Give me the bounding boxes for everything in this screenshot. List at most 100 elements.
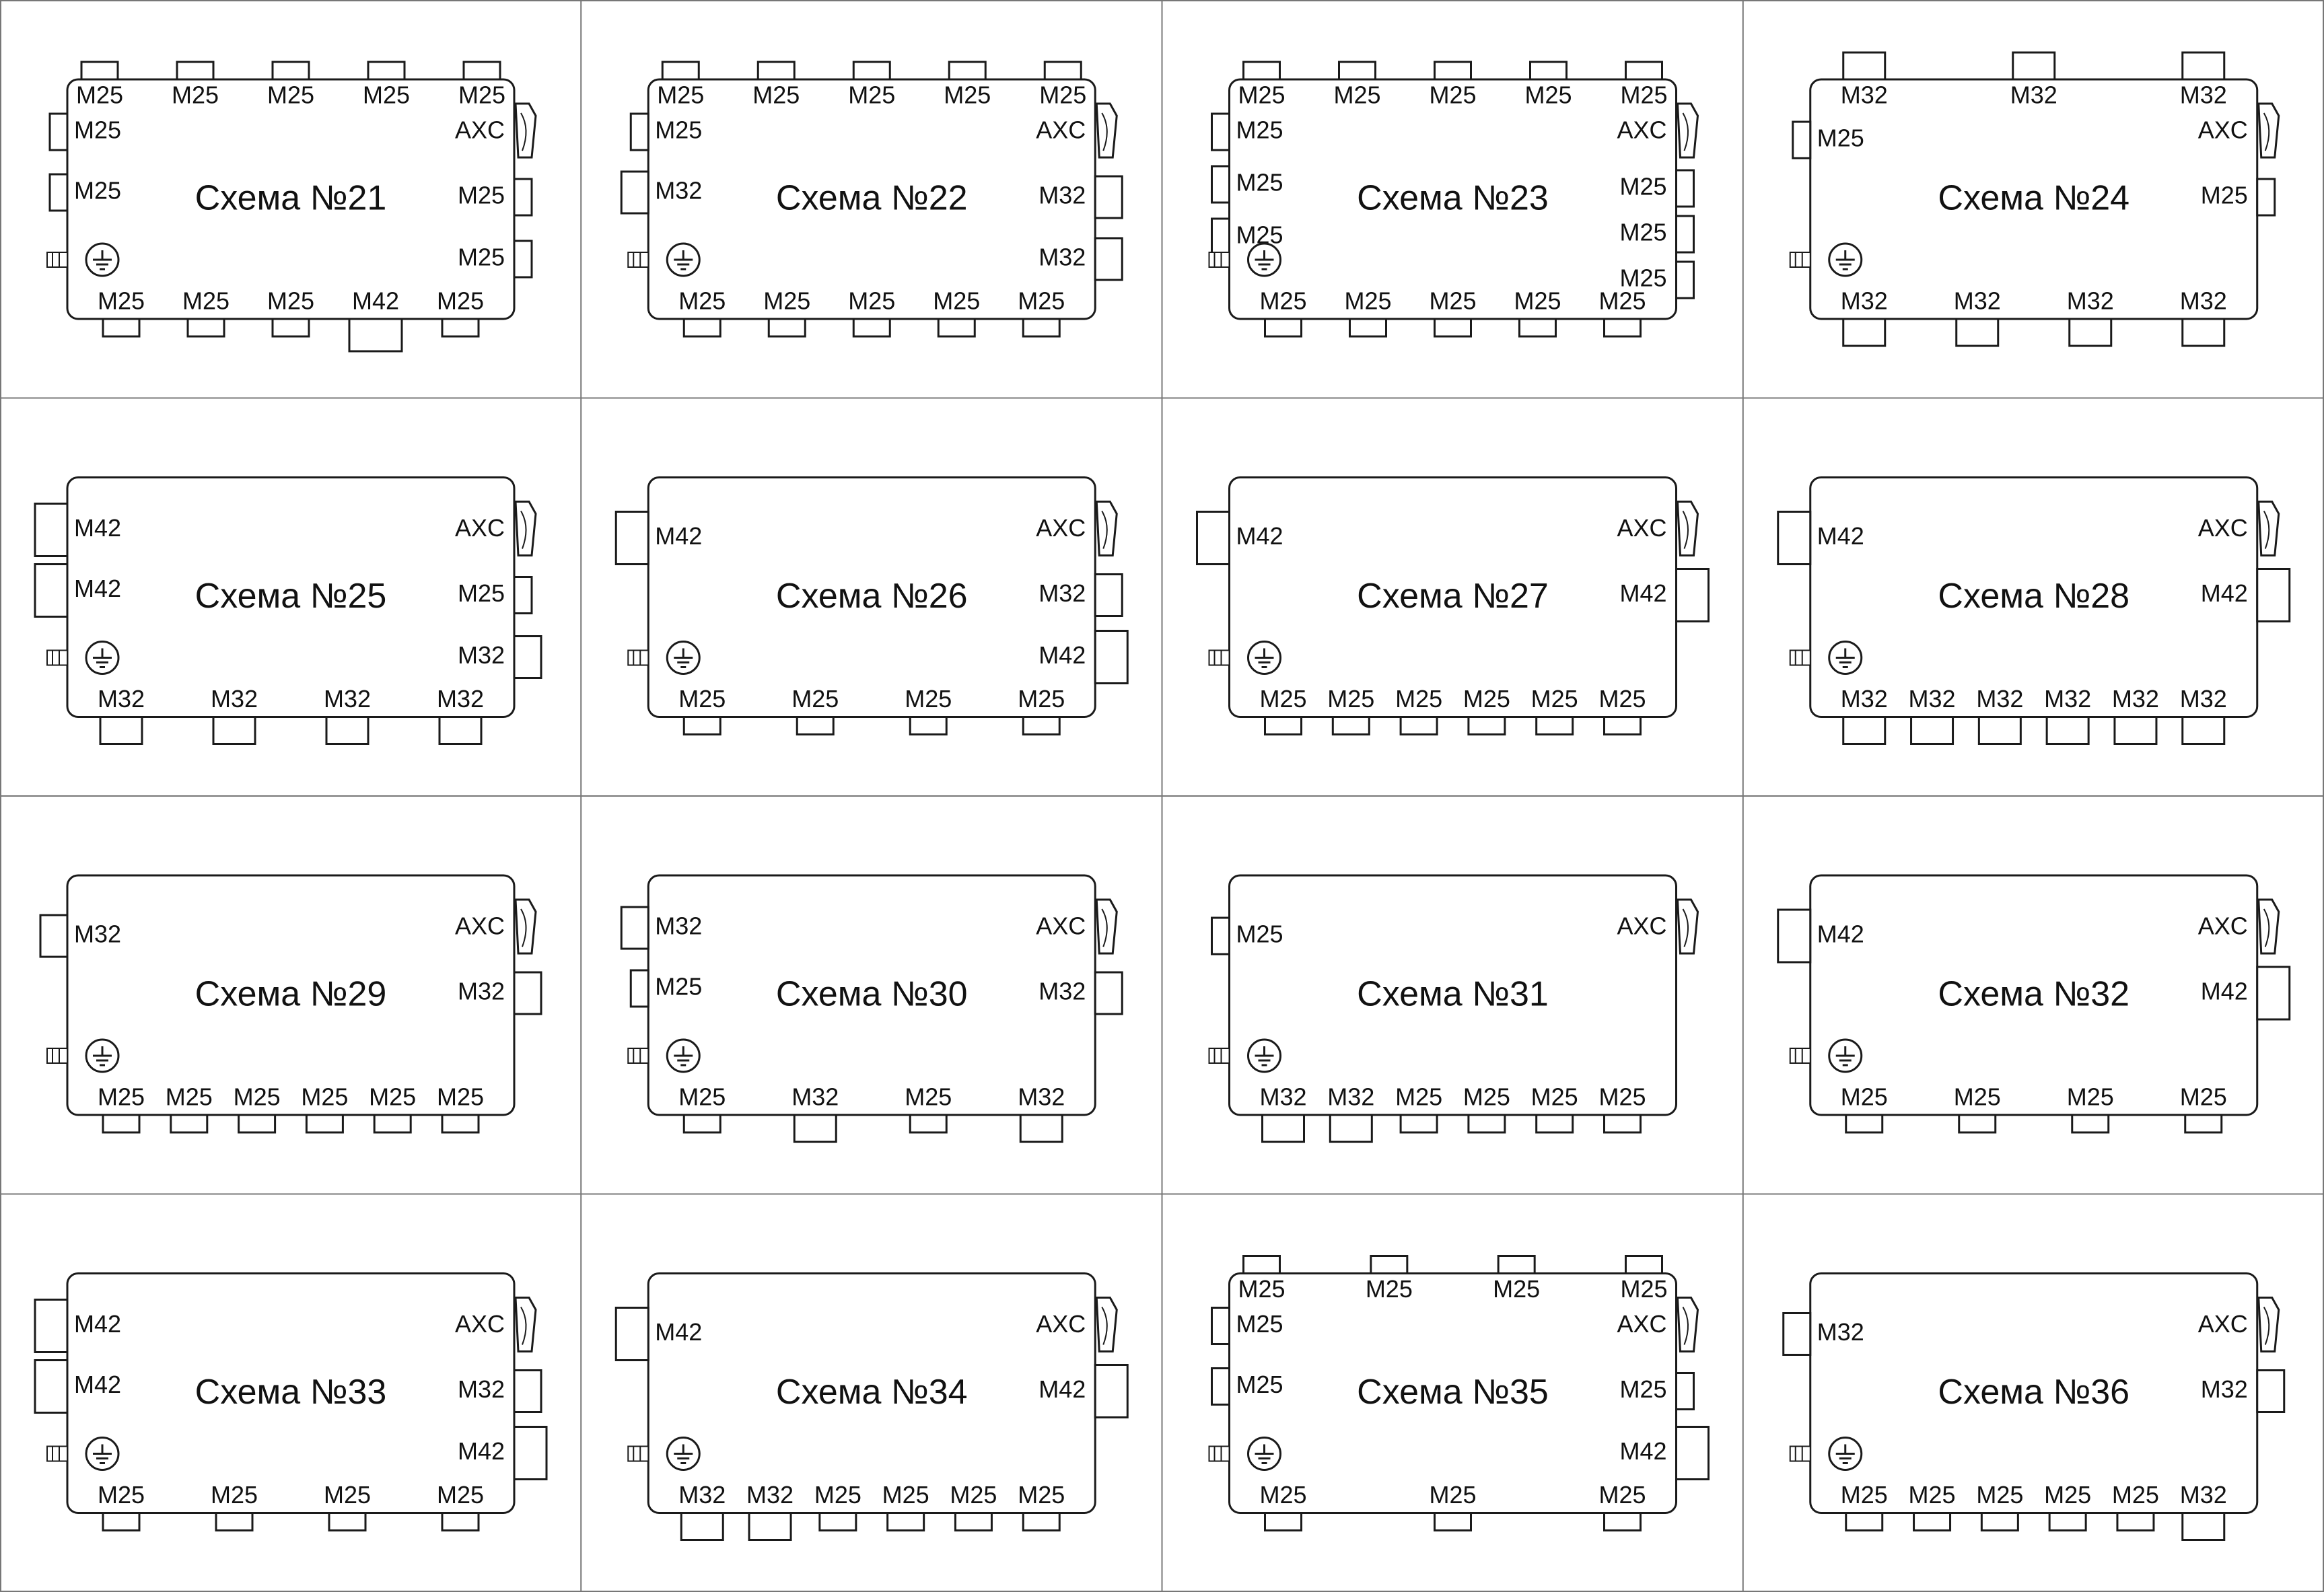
gland-label: M25 bbox=[1954, 1083, 2001, 1111]
gland-label: M25 bbox=[1429, 81, 1476, 109]
cable-gland-left bbox=[34, 563, 69, 618]
gland-label: M32 bbox=[1954, 287, 2001, 315]
cable-gland-bottom bbox=[954, 1512, 993, 1531]
cable-gland-left bbox=[39, 914, 69, 958]
gland-label: M32 bbox=[2010, 81, 2057, 109]
gland-label: M25 bbox=[74, 177, 121, 205]
gland-label: M32 bbox=[746, 1481, 794, 1509]
gland-label: M25 bbox=[1598, 685, 1646, 713]
cable-gland-bottom bbox=[1913, 1512, 1952, 1531]
cable-gland-bottom bbox=[2116, 1512, 2155, 1531]
gland-label: M32 bbox=[678, 1481, 726, 1509]
cable-gland-left bbox=[34, 1359, 69, 1414]
gland-label: M42 bbox=[74, 575, 121, 602]
cable-gland-right bbox=[1675, 1372, 1695, 1410]
cable-gland-right bbox=[513, 240, 533, 279]
gland-label: M32 bbox=[1909, 685, 1956, 713]
gland-label: M42 bbox=[1038, 641, 1086, 669]
cable-gland-right bbox=[1675, 1426, 1710, 1480]
gland-label: M42 bbox=[1817, 522, 1864, 550]
gland-label: M25 bbox=[1841, 1481, 1888, 1509]
scheme-title: Схема №30 bbox=[776, 975, 968, 1014]
gland-label: M32 bbox=[1841, 287, 1888, 315]
switch-lever-icon bbox=[520, 1306, 527, 1345]
gland-label: M25 bbox=[267, 81, 314, 109]
gland-label: M25 bbox=[2112, 1481, 2159, 1509]
cable-gland-bottom bbox=[682, 1114, 721, 1134]
cable-gland-left bbox=[1782, 1312, 1812, 1356]
switch-lever-icon bbox=[1682, 510, 1689, 549]
cable-gland-left bbox=[34, 1299, 69, 1353]
cable-gland-left bbox=[48, 173, 69, 212]
ground-terminal-icon bbox=[1208, 1048, 1230, 1064]
gland-label: M25 bbox=[1620, 81, 1667, 109]
gland-label: M32 bbox=[1038, 182, 1086, 209]
cable-gland-right bbox=[1094, 971, 1123, 1015]
axc-label: AXC bbox=[2198, 912, 2248, 940]
cable-gland-bottom bbox=[1329, 1114, 1373, 1143]
scheme-title: Схема №34 bbox=[776, 1373, 968, 1412]
gland-label: M25 bbox=[752, 81, 800, 109]
scheme-title: Схема №29 bbox=[195, 975, 387, 1014]
switch-lever-icon bbox=[2263, 510, 2270, 549]
gland-label: M25 bbox=[234, 1083, 281, 1111]
gland-label: M25 bbox=[1531, 1083, 1578, 1111]
gland-label: M25 bbox=[1524, 81, 1572, 109]
switch-lever-icon bbox=[2263, 908, 2270, 947]
cable-gland-bottom bbox=[102, 1114, 141, 1134]
gland-label: M32 bbox=[1327, 1083, 1374, 1111]
gland-label: M32 bbox=[2180, 685, 2227, 713]
gland-label: M25 bbox=[905, 1083, 952, 1111]
cable-gland-bottom bbox=[1019, 1114, 1063, 1143]
gland-label: M32 bbox=[2201, 1375, 2248, 1403]
cable-gland-bottom bbox=[793, 1114, 837, 1143]
cable-gland-right bbox=[2256, 568, 2291, 622]
gland-label: M32 bbox=[655, 177, 702, 205]
switch-lever-icon bbox=[2263, 112, 2270, 151]
gland-label: M25 bbox=[905, 685, 952, 713]
gland-label: M25 bbox=[2067, 1083, 2114, 1111]
cable-gland-bottom bbox=[1603, 318, 1642, 338]
gland-label: M32 bbox=[437, 685, 484, 713]
cable-gland-bottom bbox=[1603, 1114, 1642, 1134]
cable-gland-left bbox=[1777, 511, 1812, 565]
gland-label: M25 bbox=[1236, 169, 1283, 196]
gland-label: M25 bbox=[1366, 1275, 1413, 1303]
cable-gland-bottom bbox=[2068, 318, 2113, 347]
gland-label: M32 bbox=[458, 1375, 505, 1403]
cable-gland-top bbox=[1842, 51, 1887, 81]
ground-terminal-icon bbox=[627, 252, 649, 268]
cable-gland-left bbox=[1211, 1307, 1230, 1345]
cable-gland-right bbox=[2256, 1369, 2286, 1413]
gland-label: M42 bbox=[2201, 978, 2248, 1005]
gland-label: M32 bbox=[1038, 579, 1086, 607]
axc-label: AXC bbox=[1036, 116, 1086, 144]
cable-gland-bottom bbox=[441, 318, 480, 338]
cable-gland-right bbox=[513, 1426, 548, 1480]
gland-label: M25 bbox=[1619, 264, 1666, 292]
axc-label: AXC bbox=[1617, 1310, 1666, 1338]
gland-label: M25 bbox=[1344, 287, 1391, 315]
axc-label: AXC bbox=[455, 514, 505, 542]
cable-gland-bottom bbox=[1467, 716, 1506, 735]
cable-gland-bottom bbox=[1264, 318, 1302, 338]
gland-label: M25 bbox=[1018, 685, 1065, 713]
gland-label: M25 bbox=[1429, 287, 1476, 315]
gland-label: M32 bbox=[458, 978, 505, 1005]
axc-label: AXC bbox=[2198, 116, 2248, 144]
cable-gland-top bbox=[462, 61, 501, 81]
gland-label: M25 bbox=[1259, 287, 1306, 315]
gland-label: M25 bbox=[98, 1083, 145, 1111]
gland-label: M42 bbox=[1817, 920, 1864, 948]
enclosure-box bbox=[1228, 874, 1677, 1116]
gland-label: M42 bbox=[352, 287, 399, 315]
gland-label: M25 bbox=[1327, 685, 1374, 713]
gland-label: M25 bbox=[933, 287, 980, 315]
gland-label: M25 bbox=[2201, 182, 2248, 209]
gland-label: M25 bbox=[657, 81, 704, 109]
gland-label: M25 bbox=[1236, 920, 1283, 948]
